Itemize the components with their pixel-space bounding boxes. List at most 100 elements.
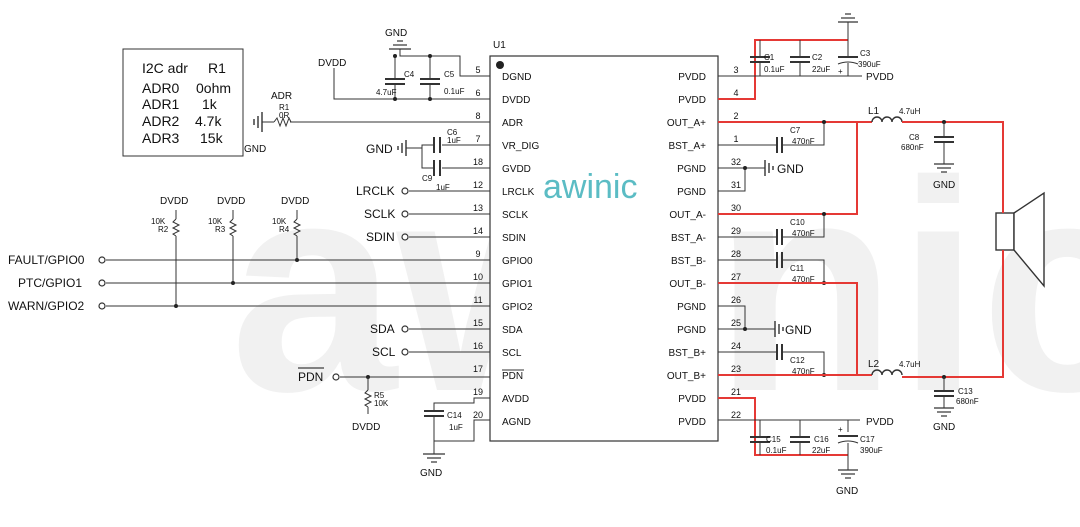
pin-name: BST_B- [671,256,706,267]
pin-number: 6 [475,88,480,98]
c13-ref: C13 [958,387,973,396]
sdin-label: SDIN [366,230,395,244]
pin-number: 4 [733,88,738,98]
gnd-label: GND [366,142,393,156]
c11-ref: C11 [790,264,805,273]
l2-value: 4.7uH [899,360,921,369]
c13-value: 680nF [956,397,979,406]
pin-name: PGND [677,325,706,336]
trace-pvdd-top [718,39,848,100]
c15-value: 0.1uF [766,446,787,455]
pin-number: 15 [473,318,483,328]
pin-number: 25 [731,318,741,328]
c12-ref: C12 [790,356,805,365]
pin-name: PGND [677,302,706,313]
pin-number: 5 [475,65,480,75]
pin1-marker [496,61,504,69]
sdin-terminal [401,233,409,241]
c12-value: 470nF [792,367,815,376]
r5-resistor [363,389,373,408]
c6-value: 1uF [447,136,461,145]
c17-value: 390uF [860,446,883,455]
c10-value: 470nF [792,229,815,238]
pin-number: 23 [731,364,741,374]
pin-name: OUT_A- [669,210,706,221]
c10-ref: C10 [790,218,805,227]
c6-ref: C6 [447,128,458,137]
pin-name: AVDD [502,394,529,405]
pgnd-b: GND [718,305,812,337]
r1-resistor [273,116,292,128]
r3-resistor [228,218,238,237]
pin-name: AGND [502,417,531,428]
pvdd-bottom-decoupling: + PVDD GND C15 0.1uF C16 22uF C17 390uF [718,397,894,497]
pin-number: 2 [733,111,738,121]
pin-name: PDN [502,371,523,382]
pin-number: 28 [731,249,741,259]
c7-ref: C7 [790,126,801,135]
r4-ref: R4 [279,225,290,234]
table-cell: 15k [200,130,224,146]
pin-name: PGND [677,187,706,198]
l1-ref: L1 [868,106,880,117]
dvdd-label: DVDD [281,196,309,207]
channel-b-output: C11 470nF C12 470nF L2 4.7uH GND C13 680… [718,252,1004,433]
c8-ref: C8 [909,133,920,142]
i2c-address-table: I2C adr R1 ADR0 0ohm ADR1 1k ADR2 4.7k A… [122,48,244,157]
c4-value: 4.7uF [376,88,397,97]
c1-value: 0.1uF [764,65,785,74]
table-border [122,48,244,157]
channel-a-output: C7 470nF C10 470nF L1 4.7uH GND C8 680nF [718,106,1004,245]
pdn-circuit: PDN R5 10K DVDD [298,367,490,433]
r5-ref: R5 [374,391,385,400]
pin-number: 17 [473,364,483,374]
lrclk-label: LRCLK [356,184,395,198]
pin-name: GPIO2 [502,302,533,313]
pvdd-top-decoupling: + PVDD C1 0.1uF C2 22uF C3 390uF [718,13,894,100]
pvdd-label: PVDD [866,417,894,428]
sda-label: SDA [370,322,395,336]
r1-value: 0R [279,111,289,120]
pvdd-label: PVDD [866,72,894,83]
sda-terminal [401,325,409,333]
warn-label: WARN/GPIO2 [8,299,85,313]
warn-terminal [98,302,106,310]
pin-name: BST_B+ [668,348,706,359]
pin-name: PVDD [678,394,706,405]
pin-name: SDIN [502,233,526,244]
r3-ref: R3 [215,225,226,234]
r2-resistor [171,218,181,237]
pin-number: 16 [473,341,483,351]
chip-body [489,55,719,442]
pin-name: OUT_A+ [667,118,706,129]
c5-value: 0.1uF [444,87,465,96]
table-cell: 1k [202,96,218,112]
gnd-label: GND [836,486,858,497]
pin-number: 11 [473,295,482,305]
pin-name: BST_A+ [668,141,706,152]
digital-inputs: LRCLK SCLK SDIN SDA SCL [356,184,490,359]
pin-name: ADR [502,118,523,129]
c4-ref: C4 [404,70,415,79]
adr-label: ADR [271,91,292,102]
scl-label: SCL [372,345,396,359]
table-header-col1: I2C adr [142,60,188,76]
ptc-terminal [98,279,106,287]
c9-ref: C9 [422,174,433,183]
table-cell: ADR3 [142,130,180,146]
c9-value: 1uF [436,183,450,192]
pin-number: 8 [475,111,480,121]
pin-number: 10 [473,272,483,282]
